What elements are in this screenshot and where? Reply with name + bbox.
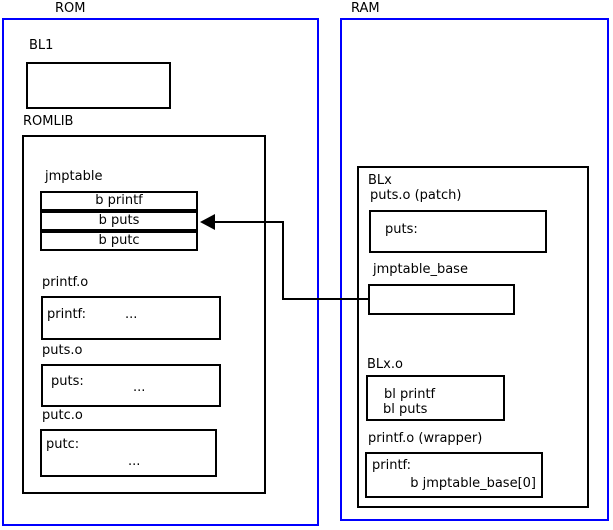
blxo-label: BLx.o — [367, 357, 403, 372]
putc-o-ellipsis: ... — [128, 454, 141, 469]
blx-label: BLx — [368, 173, 392, 188]
printf-o-label: printf.o — [42, 275, 89, 290]
bl1-box — [26, 62, 171, 109]
puts-o-label: puts.o — [42, 343, 83, 358]
printf-o-symbol: printf: — [47, 307, 87, 322]
jmptable-entry-putc: b putc — [40, 231, 198, 251]
puts-o-ellipsis: ... — [133, 380, 146, 395]
blxo-call-printf: bl printf — [384, 387, 436, 402]
putc-o-label: putc.o — [42, 408, 83, 423]
jmptable-entry-printf: b printf — [40, 191, 198, 211]
putc-o-box: putc: ... — [40, 429, 217, 477]
putc-o-symbol: putc: — [46, 437, 80, 452]
blxo-box: bl printf bl puts — [366, 375, 505, 421]
jmptable-box: b printf b puts b putc — [40, 191, 198, 251]
printf-o-ellipsis: ... — [125, 307, 138, 322]
printf-wrapper-label: printf.o (wrapper) — [368, 431, 483, 446]
jmptable-base-box — [368, 284, 515, 315]
puts-patch-label: puts.o (patch) — [370, 188, 462, 203]
printf-wrapper-symbol: printf: — [372, 458, 412, 473]
puts-o-box: puts: ... — [41, 364, 221, 407]
puts-patch-symbol: puts: — [385, 222, 418, 237]
jmptable-entry-puts: b puts — [40, 211, 198, 231]
ram-region-label: RAM — [351, 1, 380, 16]
printf-wrapper-branch: b jmptable_base[0] — [410, 476, 536, 491]
romlib-label: ROMLIB — [23, 114, 74, 129]
jmptable-label: jmptable — [45, 169, 103, 184]
blxo-call-puts: bl puts — [383, 402, 428, 417]
puts-patch-box: puts: — [369, 210, 547, 253]
rom-region-label: ROM — [55, 1, 86, 16]
bl1-label: BL1 — [29, 38, 54, 53]
jmptable-base-label: jmptable_base — [373, 262, 468, 277]
puts-o-symbol: puts: — [51, 374, 84, 389]
printf-o-box: printf: ... — [41, 296, 221, 340]
printf-wrapper-box: printf: b jmptable_base[0] — [365, 452, 543, 498]
